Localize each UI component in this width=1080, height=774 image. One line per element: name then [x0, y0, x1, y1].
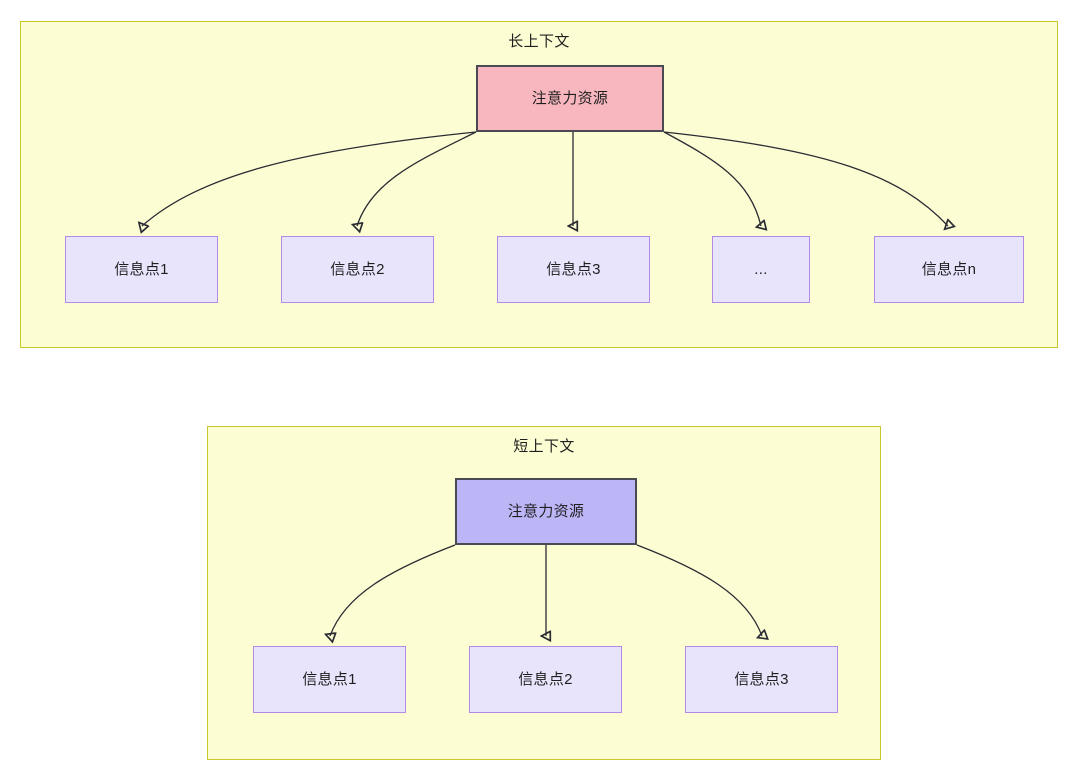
- node-long-info-point-3-label: 信息点3: [546, 260, 601, 278]
- node-long-info-point-ellipsis-label: ...: [754, 260, 768, 278]
- node-short-info-point-1[interactable]: 信息点1: [253, 646, 406, 713]
- node-long-info-point-ellipsis[interactable]: ...: [712, 236, 810, 303]
- group-short-context-title: 短上下文: [513, 438, 575, 455]
- node-long-info-point-n[interactable]: 信息点n: [874, 236, 1024, 303]
- node-long-info-point-2-label: 信息点2: [330, 260, 385, 278]
- node-long-info-point-2[interactable]: 信息点2: [281, 236, 434, 303]
- node-short-info-point-3-label: 信息点3: [734, 670, 789, 688]
- node-long-info-point-1[interactable]: 信息点1: [65, 236, 218, 303]
- node-long-info-point-1-label: 信息点1: [114, 260, 169, 278]
- node-short-info-point-2-label: 信息点2: [518, 670, 573, 688]
- node-short-attention-resource[interactable]: 注意力资源: [455, 478, 637, 545]
- node-short-info-point-1-label: 信息点1: [302, 670, 357, 688]
- node-short-info-point-3[interactable]: 信息点3: [685, 646, 838, 713]
- node-long-info-point-3[interactable]: 信息点3: [497, 236, 650, 303]
- node-long-attention-resource[interactable]: 注意力资源: [476, 65, 664, 132]
- node-long-info-point-n-label: 信息点n: [921, 260, 977, 278]
- node-short-attention-resource-label: 注意力资源: [507, 502, 585, 520]
- node-long-attention-resource-label: 注意力资源: [531, 89, 609, 107]
- node-short-info-point-2[interactable]: 信息点2: [469, 646, 622, 713]
- group-long-context-title: 长上下文: [508, 33, 570, 50]
